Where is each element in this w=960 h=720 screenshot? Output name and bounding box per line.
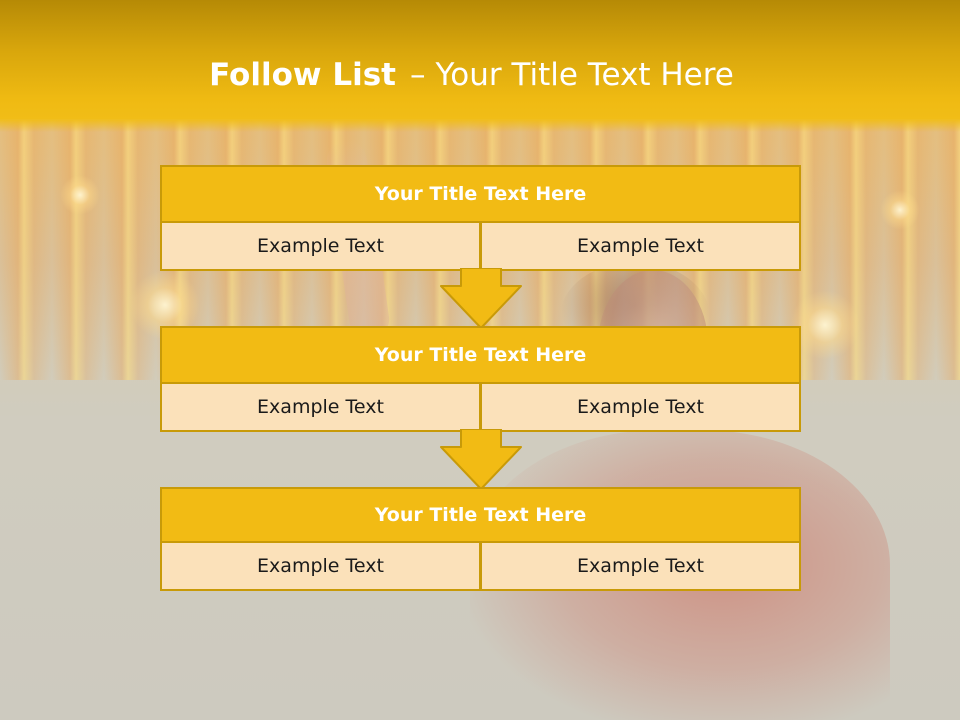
block-cell-right: Example Text — [480, 382, 801, 432]
title-bold-text: Follow List — [209, 57, 396, 93]
light-glow — [60, 175, 100, 215]
light-glow — [790, 290, 860, 360]
block-cell-right: Example Text — [480, 541, 801, 591]
slide-title: Follow List–Your Title Text Here — [0, 52, 943, 98]
title-bar: Follow List–Your Title Text Here — [0, 0, 960, 132]
block-title: Your Title Text Here — [160, 326, 801, 384]
block-cell-left: Example Text — [160, 221, 481, 271]
block-title: Your Title Text Here — [160, 487, 801, 543]
light-glow — [880, 190, 920, 230]
block-cell-right: Example Text — [480, 221, 801, 271]
arrow-down-icon — [440, 268, 522, 329]
block-title: Your Title Text Here — [160, 165, 801, 223]
title-rest-text: Your Title Text Here — [435, 57, 734, 93]
block-cell-left: Example Text — [160, 541, 481, 591]
title-separator: – — [409, 57, 426, 93]
arrow-down-icon — [440, 429, 522, 490]
block-cell-left: Example Text — [160, 382, 481, 432]
